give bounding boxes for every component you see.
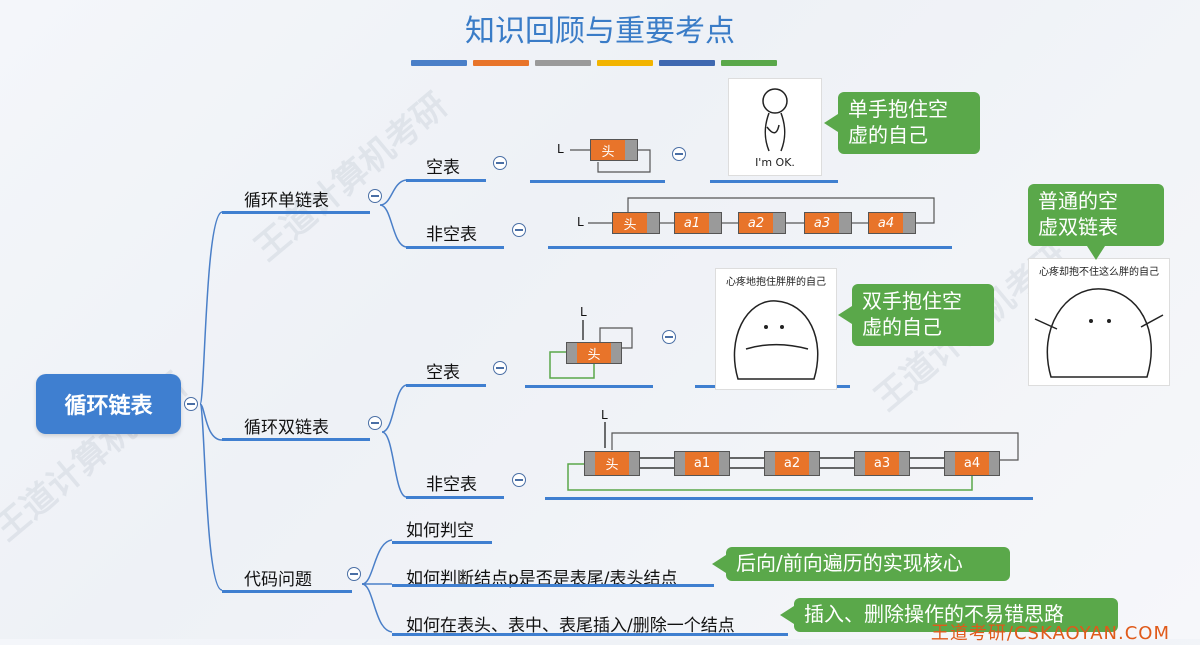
pointer-L: L bbox=[580, 305, 587, 319]
collapse-icon[interactable] bbox=[662, 330, 676, 344]
head-node: 头 bbox=[566, 342, 622, 364]
underline bbox=[406, 384, 486, 387]
head-node: 头 bbox=[584, 451, 640, 476]
underline bbox=[392, 633, 788, 636]
list-node-a2: a2 bbox=[738, 212, 786, 234]
meme-hug-2: 心疼却抱不住这么胖的自己 bbox=[1028, 258, 1170, 386]
collapse-icon[interactable] bbox=[493, 156, 507, 170]
list-node-a3: a3 bbox=[854, 451, 910, 476]
underline bbox=[545, 497, 1033, 500]
branch-double-label[interactable]: 循环双链表 bbox=[244, 418, 329, 438]
branch-code-label[interactable]: 代码问题 bbox=[244, 570, 312, 590]
double-nonempty-label[interactable]: 非空表 bbox=[426, 475, 477, 495]
page-title: 知识回顾与重要考点 bbox=[465, 14, 735, 49]
underline bbox=[548, 246, 952, 249]
callout-single-empty: 单手抱住空虚的自己 bbox=[824, 92, 980, 154]
list-node-a4: a4 bbox=[868, 212, 916, 234]
branch-single-label[interactable]: 循环单链表 bbox=[244, 191, 329, 211]
callout-double-empty-plain: 普通的空虚双链表 bbox=[1028, 184, 1164, 260]
collapse-icon[interactable] bbox=[512, 223, 526, 237]
callout-traverse: 后向/前向遍历的实现核心 bbox=[712, 547, 1010, 581]
underline bbox=[406, 179, 486, 182]
list-node-a1: a1 bbox=[674, 451, 730, 476]
collapse-icon[interactable] bbox=[493, 361, 507, 375]
underline bbox=[406, 496, 504, 499]
pointer-L: L bbox=[601, 408, 608, 422]
brand-footer: 王道考研/CSKAOYAN.COM bbox=[930, 623, 1170, 644]
collapse-double-icon[interactable] bbox=[368, 416, 382, 430]
blob-fat-icon bbox=[1034, 288, 1164, 378]
list-node-a3: a3 bbox=[804, 212, 852, 234]
underline bbox=[710, 180, 838, 183]
single-nonempty-label[interactable]: 非空表 bbox=[426, 225, 477, 245]
head-node: 头 bbox=[612, 212, 660, 234]
underline bbox=[530, 180, 665, 183]
collapse-single-icon[interactable] bbox=[368, 189, 382, 203]
pointer-L: L bbox=[577, 215, 584, 229]
list-node-a1: a1 bbox=[674, 212, 722, 234]
list-node-a4: a4 bbox=[944, 451, 1000, 476]
collapse-code-icon[interactable] bbox=[347, 567, 361, 581]
collapse-icon[interactable] bbox=[512, 473, 526, 487]
meme-im-ok: I'm OK. bbox=[728, 78, 822, 176]
stick-figure-icon bbox=[762, 88, 788, 152]
underline bbox=[222, 438, 370, 441]
list-node-a2: a2 bbox=[764, 451, 820, 476]
underline bbox=[222, 211, 370, 214]
code-item-3[interactable]: 如何在表头、表中、表尾插入/删除一个结点 bbox=[406, 616, 735, 636]
callout-double-empty: 双手抱住空虚的自己 bbox=[838, 284, 994, 346]
callout-insert-delete: 插入、删除操作的不易错思路 bbox=[780, 598, 1118, 632]
single-empty-label[interactable]: 空表 bbox=[426, 158, 460, 178]
collapse-root-icon[interactable] bbox=[184, 397, 198, 411]
underline bbox=[406, 246, 504, 249]
head-node: 头 bbox=[590, 139, 638, 161]
underline bbox=[525, 385, 653, 388]
underline bbox=[222, 590, 352, 593]
meme-hug-1: 心疼地抱住胖胖的自己 bbox=[715, 268, 837, 390]
underline bbox=[392, 584, 714, 587]
underline bbox=[392, 541, 492, 544]
blob-hug-icon bbox=[733, 300, 819, 380]
root-node[interactable]: 循环链表 bbox=[36, 374, 181, 434]
code-item-1[interactable]: 如何判空 bbox=[406, 521, 474, 541]
collapse-icon[interactable] bbox=[672, 147, 686, 161]
double-empty-label[interactable]: 空表 bbox=[426, 363, 460, 383]
pointer-L: L bbox=[557, 142, 564, 156]
